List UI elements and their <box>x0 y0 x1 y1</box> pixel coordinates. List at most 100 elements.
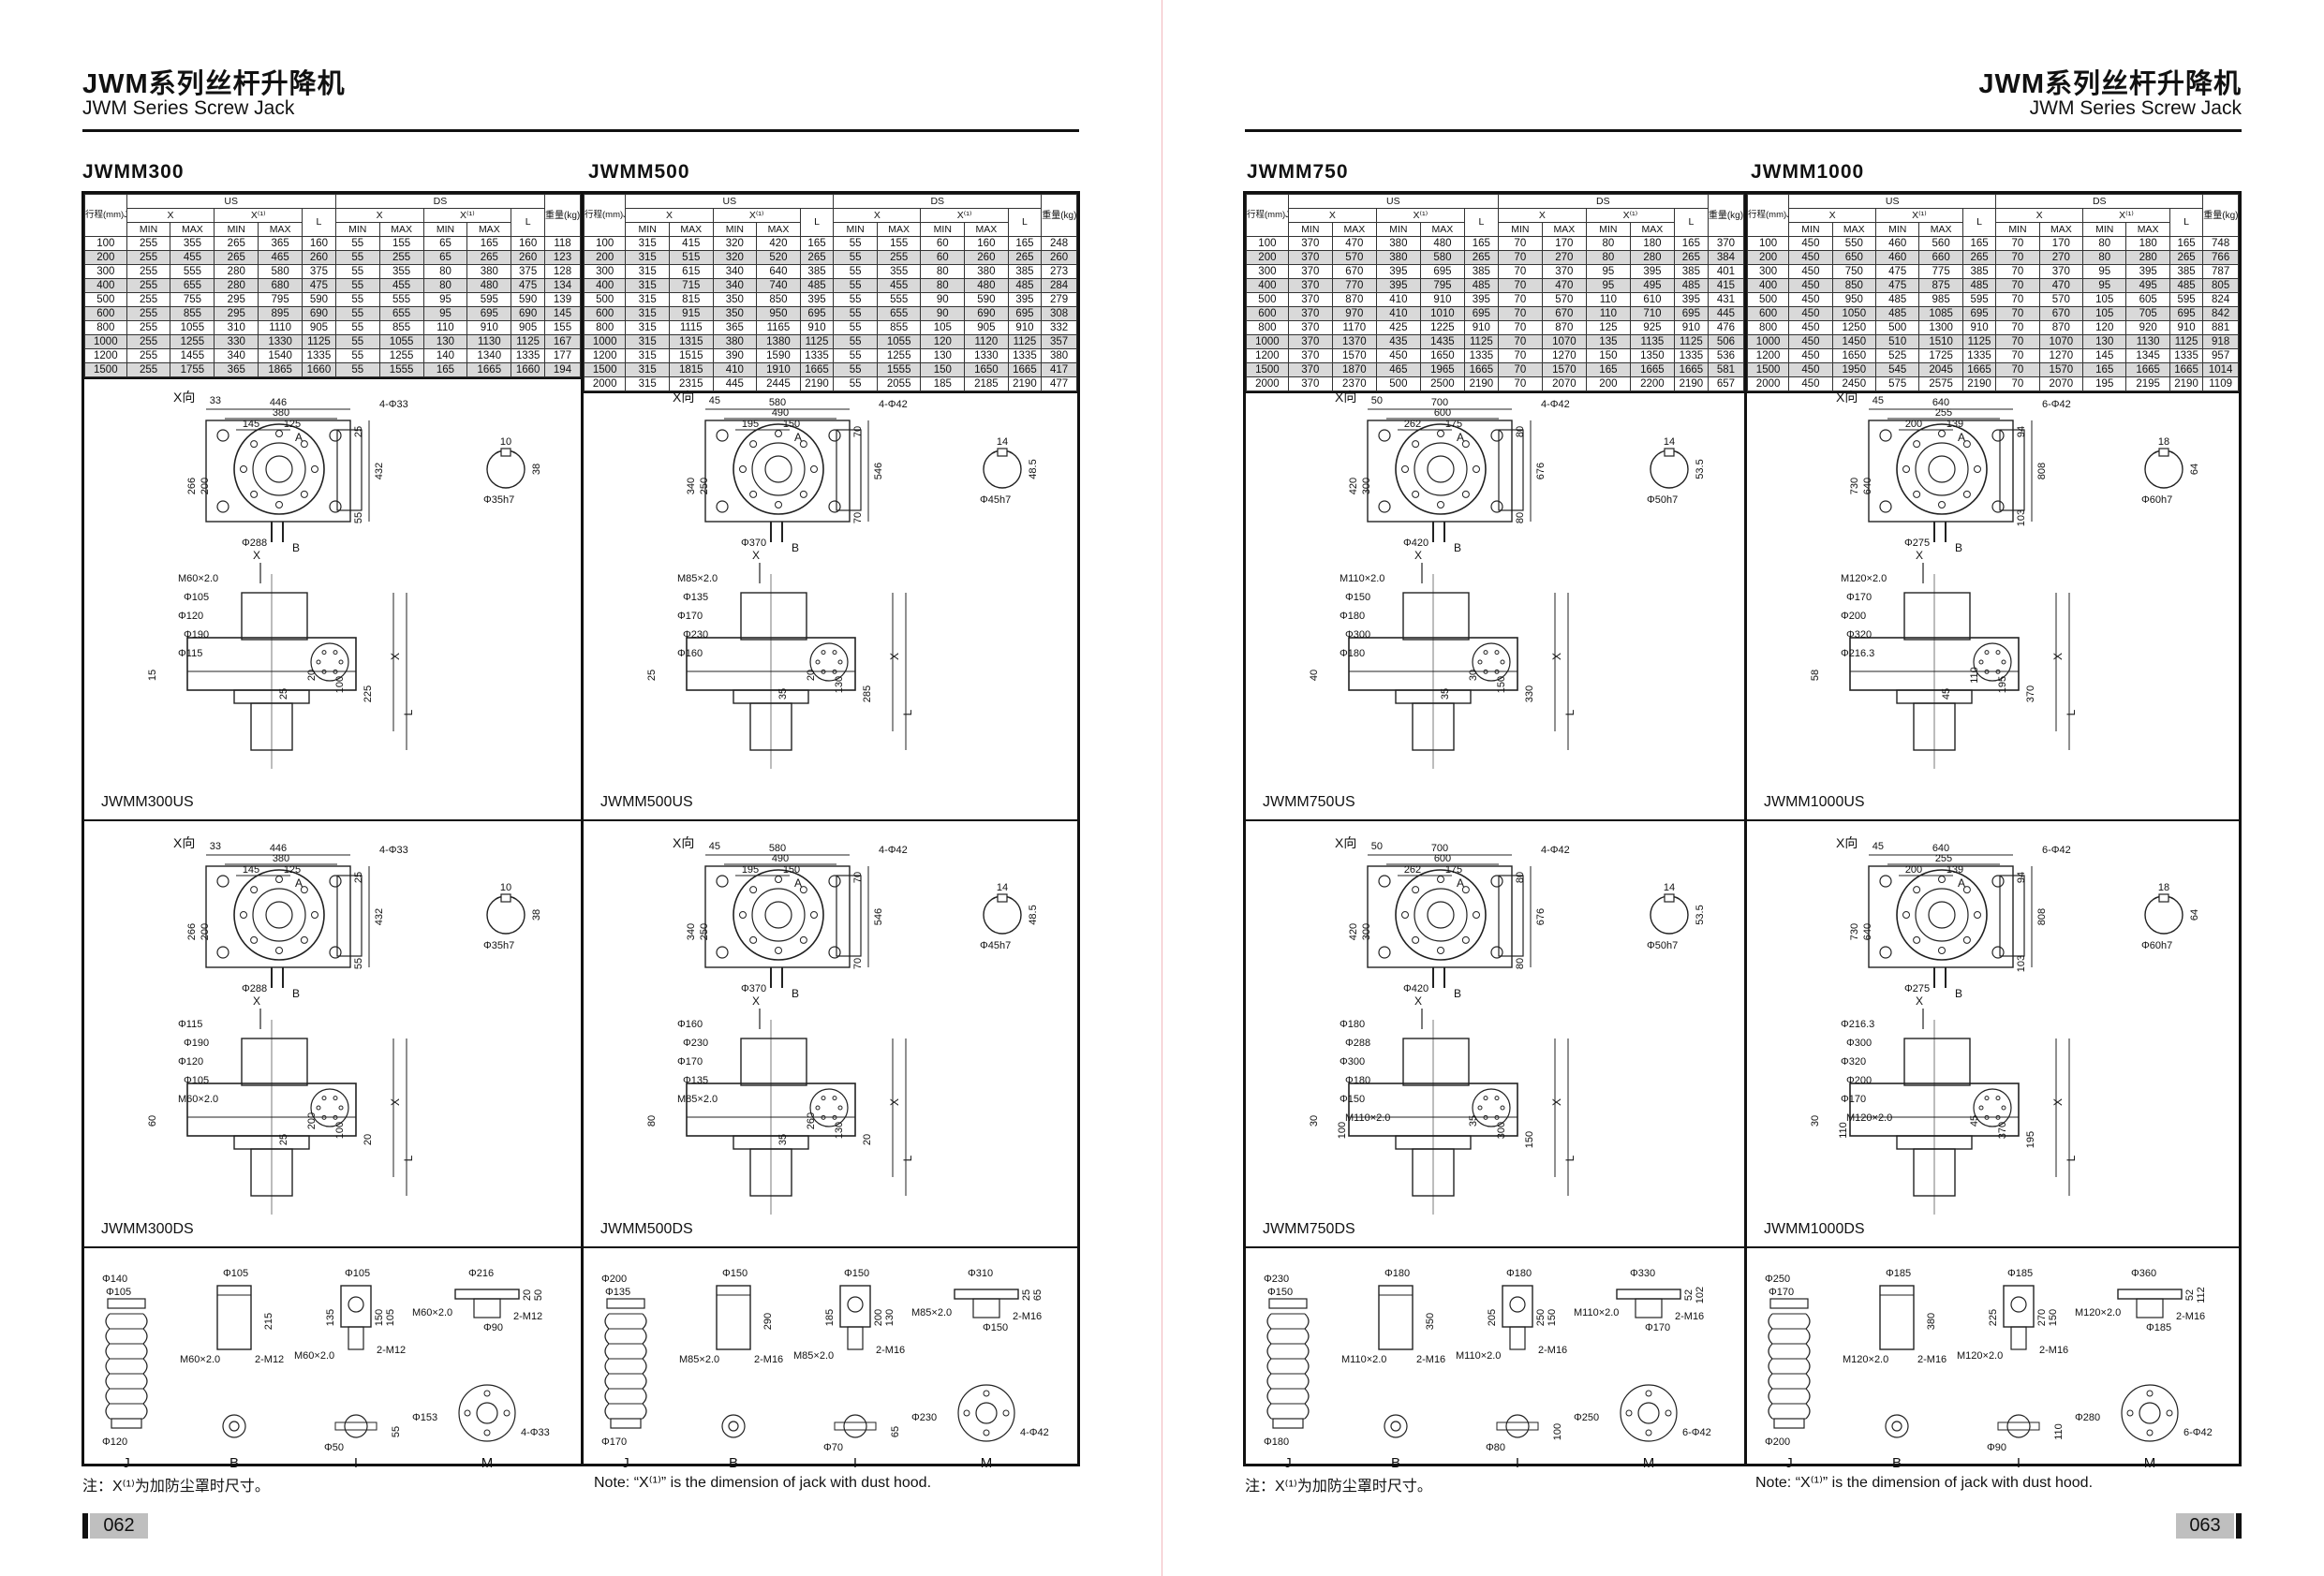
table-cell: 165 <box>1673 236 1709 251</box>
dimension-label: X <box>2051 653 2065 660</box>
table-cell: 165 <box>1463 236 1499 251</box>
table-cell: 450 <box>1788 292 1833 307</box>
table-cell: 1130 <box>2125 334 2170 349</box>
table-cell: 918 <box>2202 334 2239 349</box>
table-cell: 248 <box>1041 236 1077 251</box>
table-cell: 395 <box>1463 292 1499 307</box>
table-cell: 265 <box>214 236 259 251</box>
dimension-label: Φ230 <box>683 629 708 641</box>
dimension-label: 730 <box>1849 923 1860 940</box>
table-cell: 500 <box>84 292 127 307</box>
table-cell: 60 <box>920 250 966 265</box>
table-cell: 2200 <box>1629 376 1675 391</box>
table-cell: 125 <box>1585 320 1631 335</box>
table-cell: 460 <box>1875 236 1920 251</box>
table-cell: 55 <box>334 278 380 293</box>
table-header-cell: MIN <box>920 222 966 237</box>
dimension-label: Φ150 <box>722 1268 748 1279</box>
table-cell: 130 <box>2082 334 2127 349</box>
table-cell: 1555 <box>378 362 424 377</box>
table-cell: 165 <box>1961 236 1997 251</box>
table-header-cell: MIN <box>214 222 259 237</box>
table-header-cell: MAX <box>1629 222 1675 237</box>
dimension-label: 580 <box>769 397 786 408</box>
table-header-cell: L <box>1961 208 1997 237</box>
table-cell: 1910 <box>756 362 801 377</box>
table-cell: 1125 <box>1673 334 1709 349</box>
table-cell: 1755 <box>170 362 215 377</box>
table-cell: 1335 <box>302 348 336 363</box>
part-label-j: J <box>622 1455 629 1469</box>
table-cell: 357 <box>1041 334 1077 349</box>
dimension-label: 80 <box>646 1115 658 1127</box>
table-cell: 265 <box>466 250 512 265</box>
table-cell: 905 <box>302 320 336 335</box>
us-header: US <box>625 194 835 209</box>
dimension-label: Φ250 <box>1574 1412 1599 1423</box>
table-cell: 690 <box>964 306 1009 321</box>
dimension-label: Φ370 <box>741 538 766 549</box>
view-label-b: B <box>1955 987 1962 1000</box>
dimension-label: 64 <box>2189 464 2200 475</box>
dimension-label: 300 <box>1361 478 1372 494</box>
dimension-label: Φ150 <box>1267 1287 1293 1298</box>
table-cell: 695 <box>799 306 835 321</box>
dimension-label: Φ320 <box>1841 1056 1866 1068</box>
dimension-label: 25 <box>646 670 658 681</box>
table-cell: 1335 <box>1007 348 1043 363</box>
table-cell: 370 <box>1287 278 1333 293</box>
dimension-label: 640 <box>1862 478 1873 494</box>
ds-header: DS <box>1497 194 1709 209</box>
table-cell: 870 <box>1541 320 1587 335</box>
table-cell: 70 <box>1995 348 2040 363</box>
dimension-label: 135 <box>325 1309 336 1326</box>
table-cell: 315 <box>625 348 670 363</box>
table-cell: 460 <box>1875 250 1920 265</box>
dimension-label: 262 <box>1404 864 1421 876</box>
dimension-label: 125 <box>284 419 301 430</box>
table-header-cell: L <box>1007 208 1043 237</box>
table-cell: 55 <box>334 306 380 321</box>
dimension-label: 200 <box>200 923 211 940</box>
dimension-label: 270 <box>2036 1309 2048 1326</box>
table-cell: 380 <box>964 264 1009 279</box>
dimension-label: M120×2.0 <box>1957 1350 2003 1362</box>
table-cell: 370 <box>1287 334 1333 349</box>
hole-spec-label: 4-Φ42 <box>1541 399 1570 410</box>
dimension-label: 150 <box>1547 1309 1558 1326</box>
table-cell: 1200 <box>84 348 127 363</box>
table-cell: 600 <box>84 306 127 321</box>
dimension-label: 25 <box>1021 1289 1032 1301</box>
dimension-label: 45 <box>709 841 720 852</box>
table-cell: 485 <box>1007 278 1043 293</box>
table-cell: 1650 <box>964 362 1009 377</box>
table-cell: 1370 <box>1331 334 1377 349</box>
dimension-label: Φ170 <box>1769 1287 1794 1298</box>
dimension-label: X <box>1550 653 1563 660</box>
table-cell: 1000 <box>1246 334 1289 349</box>
dimension-label: 38 <box>531 464 542 475</box>
dimension-label: Φ216 <box>468 1268 494 1279</box>
table-cell: 910 <box>1961 320 1997 335</box>
model-title-4: JWMM1000 <box>1751 161 1865 183</box>
table-cell: 2000 <box>1246 376 1289 391</box>
dimension-label: Φ170 <box>1645 1322 1670 1333</box>
table-header-cell: MIN <box>1995 222 2040 237</box>
table-cell: 560 <box>1918 236 1963 251</box>
table-cell: 970 <box>1331 306 1377 321</box>
stroke-header: 行程(mm)Journey <box>1246 194 1289 237</box>
table-cell: 1200 <box>583 348 627 363</box>
table-cell: 375 <box>302 264 336 279</box>
dimension-label: 55 <box>391 1426 402 1437</box>
table-cell: 650 <box>1831 250 1877 265</box>
dimension-label: 25 <box>353 872 364 883</box>
dimension-label: 640 <box>1932 843 1949 854</box>
stroke-header: 行程(mm)Journey <box>583 194 627 237</box>
stroke-header: 行程(mm)Journey <box>1746 194 1790 237</box>
dimension-label: 600 <box>1434 853 1451 864</box>
table-cell: 395 <box>2125 264 2170 279</box>
drawing-name: JWMM500US <box>600 794 693 810</box>
table-cell: 370 <box>1707 236 1745 251</box>
